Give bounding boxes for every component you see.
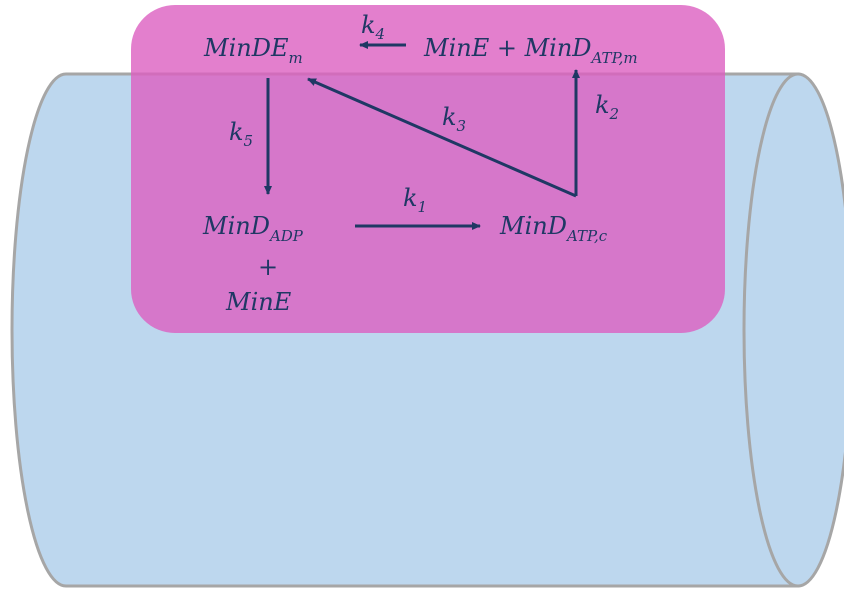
plus-sign: + (258, 253, 278, 281)
arrow-k3 (307, 77, 577, 198)
species-labels: MinDEm MinE + MinDATP,m MinDADP + MinE M… (202, 34, 638, 316)
species-mine-plus-mind-atp-m: MinE + MinDATP,m (423, 34, 638, 67)
rate-k5: k5 (229, 118, 253, 150)
species-mind-adp: MinDADP (202, 212, 304, 245)
rate-k2: k2 (595, 91, 619, 123)
reaction-arrows (264, 41, 580, 230)
rate-k3: k3 (442, 103, 466, 135)
cylinder-end-cap (742, 72, 844, 588)
species-mine: MinE (225, 288, 292, 316)
rate-k1: k1 (403, 184, 427, 216)
rate-k4: k4 (361, 11, 385, 43)
species-mind-atp-c: MinDATP,c (499, 212, 608, 245)
species-minde-m: MinDEm (203, 34, 303, 67)
rate-labels: k4 k2 k3 k5 k1 (229, 11, 619, 216)
